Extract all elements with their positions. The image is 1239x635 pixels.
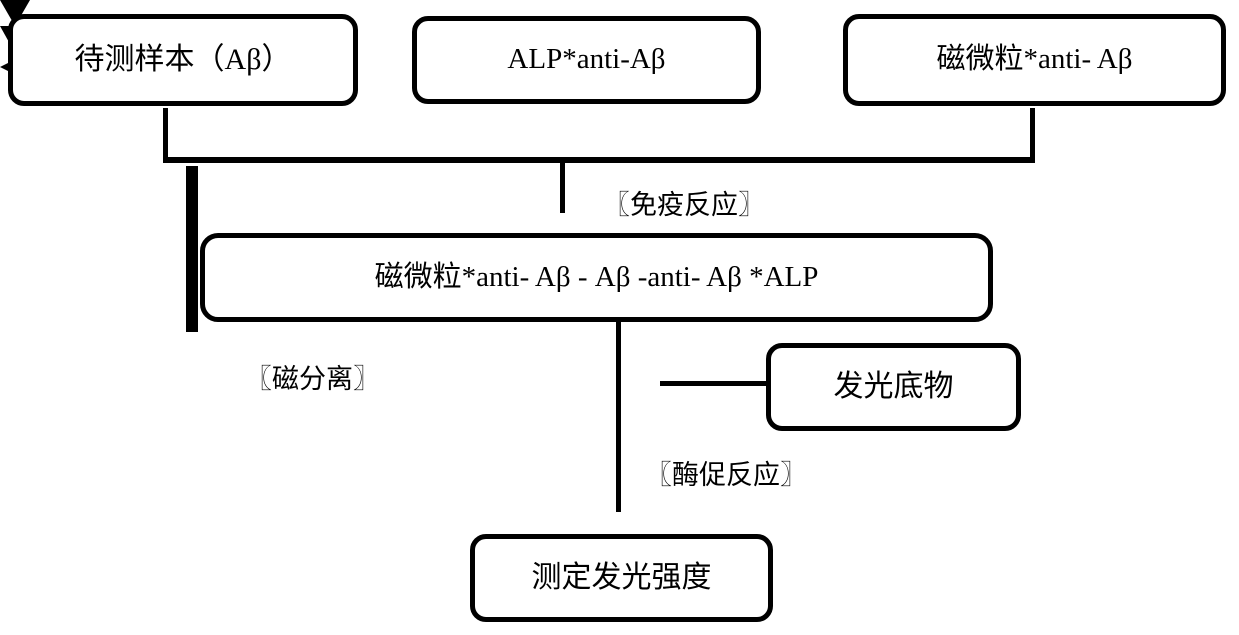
substrate-arrow-shaft [660,381,768,386]
node-luminescent-substrate-label: 发光底物 [833,369,954,403]
immune-reaction-arrow-shaft [560,163,565,213]
magnet-bar-icon [186,166,198,332]
node-alp-conjugate[interactable]: ALP*anti-Aβ [412,16,761,104]
node-sample[interactable]: 待测样本（Aβ） [8,14,358,106]
bracket-left-stem [163,108,168,160]
bracket-rail [163,157,1035,163]
edge-label-immune-reaction: 〖免疫反应〗 [603,190,765,220]
bracket-right-stem [1030,108,1035,160]
node-measure-luminescence[interactable]: 测定发光强度 [470,534,773,622]
node-magnetic-bead[interactable]: 磁微粒*anti- Aβ [843,14,1226,106]
node-alp-conjugate-label: ALP*anti-Aβ [507,43,666,76]
edge-label-magnetic-separation: 〖磁分离〗 [245,364,380,394]
node-measure-luminescence-label: 测定发光强度 [531,560,712,594]
node-sample-label: 待测样本（Aβ） [74,42,292,76]
node-magnetic-bead-label: 磁微粒*anti- Aβ [936,43,1133,76]
node-immune-complex-label: 磁微粒*anti- Aβ - Aβ -anti- Aβ *ALP [374,260,819,293]
node-luminescent-substrate[interactable]: 发光底物 [766,343,1021,431]
enzymatic-reaction-arrow-shaft [616,322,621,512]
edge-label-enzymatic-reaction: 〖酶促反应〗 [645,460,807,490]
node-immune-complex[interactable]: 磁微粒*anti- Aβ - Aβ -anti- Aβ *ALP [200,233,993,322]
